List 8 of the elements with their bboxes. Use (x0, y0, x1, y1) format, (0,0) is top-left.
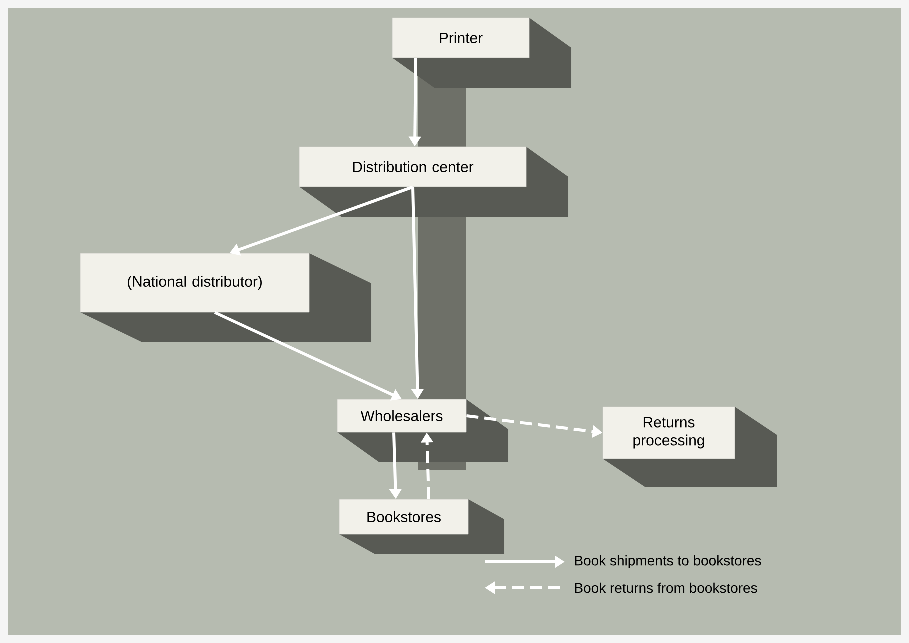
legend-text: Book returns from bookstores (575, 582, 758, 594)
box: Wholesalers (337, 399, 508, 462)
box: Bookstores (339, 499, 504, 554)
box: Distribution center (299, 146, 568, 217)
box: Returns processing (602, 406, 777, 487)
box: (National distributor) (80, 253, 372, 342)
legend-text: Book shipments to bookstores (575, 555, 762, 569)
box: Printer (392, 18, 572, 88)
